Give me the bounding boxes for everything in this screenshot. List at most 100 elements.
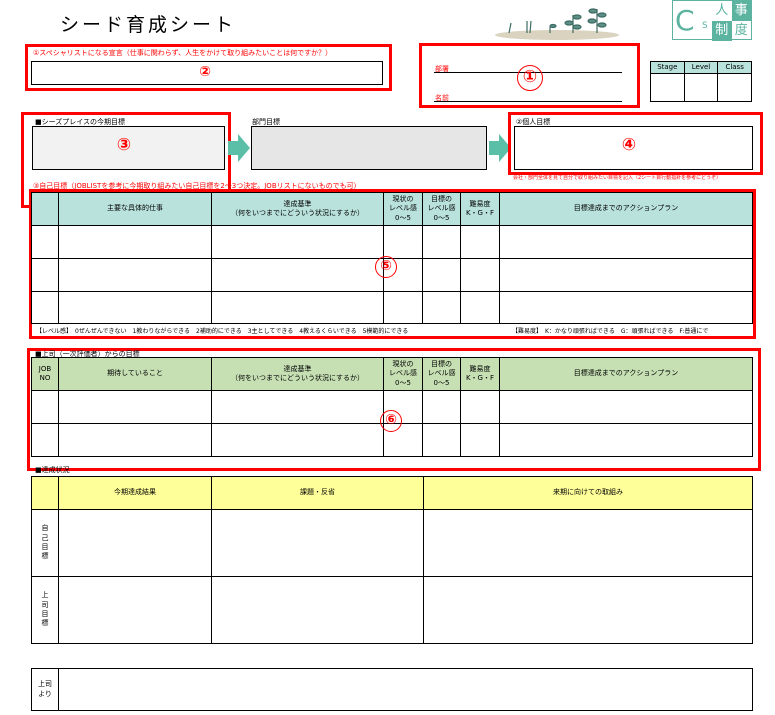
cell[interactable] xyxy=(211,258,384,292)
header-difficulty: 難易度 K・G・F xyxy=(460,357,500,391)
cell[interactable] xyxy=(211,576,424,644)
header-job-no: JOB NO xyxy=(31,357,59,391)
declaration-input[interactable] xyxy=(31,61,383,85)
cell[interactable] xyxy=(31,225,59,259)
cell[interactable] xyxy=(460,225,500,259)
achievement-caption: ■達成状況 xyxy=(35,466,70,474)
logo-char: 度 xyxy=(734,23,748,38)
stage-cell[interactable] xyxy=(650,73,685,102)
marker-6: ⑥ xyxy=(380,410,402,432)
cell[interactable] xyxy=(460,390,500,424)
cell[interactable] xyxy=(31,258,59,292)
personal-goal-label: ②個人目標 xyxy=(516,118,551,126)
cell[interactable] xyxy=(499,423,753,457)
achievement-table: 今期達成結果 課題・反省 来期に向けての取組み 自 己 目 標 上 司 目 標 xyxy=(31,476,753,644)
profile-section xyxy=(419,43,640,108)
cell[interactable] xyxy=(499,291,753,324)
dept-goal-field[interactable] xyxy=(251,126,487,170)
cell[interactable] xyxy=(422,423,461,457)
cell[interactable] xyxy=(460,291,500,324)
cell[interactable] xyxy=(211,390,384,424)
cell[interactable] xyxy=(58,423,212,457)
name-label: 名前 xyxy=(435,94,449,102)
name-field[interactable] xyxy=(434,101,622,102)
cell[interactable] xyxy=(211,509,424,577)
header-expectation: 期待していること xyxy=(58,357,212,391)
logo-char: 事 xyxy=(731,1,751,21)
boss-goal-table: JOB NO 期待していること 達成基準 （何をいつまでにどういう状況にするか）… xyxy=(31,357,753,457)
header-criteria: 達成基準 （何をいつまでにどういう状況にするか） xyxy=(211,192,384,226)
arrow-icon xyxy=(228,134,250,162)
cell[interactable] xyxy=(58,576,212,644)
header-difficulty: 難易度 K・G・F xyxy=(460,192,500,226)
marker-5: ⑤ xyxy=(375,256,397,278)
cell[interactable] xyxy=(460,258,500,292)
cell[interactable] xyxy=(383,225,423,259)
header-criteria: 達成基準 （何をいつまでにどういう状況にするか） xyxy=(211,357,384,391)
level-header: Level xyxy=(683,61,719,74)
cell[interactable] xyxy=(499,258,753,292)
table-row xyxy=(31,291,753,324)
marker-3: ③ xyxy=(116,135,132,155)
marker-1: ① xyxy=(517,65,543,91)
boss-comment-label: 上司 より xyxy=(31,668,59,711)
cell[interactable] xyxy=(58,225,212,259)
header-action-plan: 目標達成までのアクションプラン xyxy=(499,192,753,226)
class-header: Class xyxy=(717,61,752,74)
cell[interactable] xyxy=(211,225,384,259)
self-goal-caption: ③自己目標（JOBLISTを参考に今期取り組みたい自己目標を2〜3つ決定。JOB… xyxy=(33,182,361,190)
cell[interactable] xyxy=(422,258,461,292)
page-title: シード育成シート xyxy=(60,14,237,36)
cell[interactable] xyxy=(31,291,59,324)
declaration-label: ①スペシャリストになる宣言（仕事に関わらず、人生をかけて取り組みたいことは何です… xyxy=(33,49,333,57)
personal-goal-note: 会社・部門全体を見て自分で取り組みたい目標を記入（2シート目行動指針を参考にどう… xyxy=(513,175,722,181)
row-label-self-goal: 自 己 目 標 xyxy=(31,509,59,577)
logo-sub: S xyxy=(702,21,708,31)
cell[interactable] xyxy=(31,390,59,424)
personal-goal-field[interactable] xyxy=(514,126,753,170)
cell[interactable] xyxy=(58,291,212,324)
cell[interactable] xyxy=(422,225,461,259)
header-main-task: 主要な具体的仕事 xyxy=(58,192,212,226)
self-goal-section xyxy=(29,189,756,339)
header-blank xyxy=(31,192,59,226)
header-next-period: 来期に向けての取組み xyxy=(423,476,753,510)
cell[interactable] xyxy=(211,423,384,457)
cell[interactable] xyxy=(58,390,212,424)
logo-char: 人 xyxy=(715,3,729,18)
header-current-level: 現状の レベル感 0〜5 xyxy=(383,192,423,226)
cell[interactable] xyxy=(499,390,753,424)
difficulty-legend: 【難易度】 K：かなり頑張ればできる G：頑張ればできる F:普通にで xyxy=(512,328,709,335)
boss-comment-field[interactable] xyxy=(58,668,753,711)
cell[interactable] xyxy=(383,291,423,324)
header-issues: 課題・反省 xyxy=(211,476,424,510)
table-row xyxy=(31,225,753,259)
cell[interactable] xyxy=(423,509,753,577)
header-current-level: 現状の レベル感 0〜5 xyxy=(383,357,423,391)
table-row xyxy=(31,423,753,457)
table-row: 上 司 目 標 xyxy=(31,576,753,644)
stage-header: Stage xyxy=(650,61,685,74)
cell[interactable] xyxy=(58,258,212,292)
cell[interactable] xyxy=(499,225,753,259)
boss-comment-table: 上司 より xyxy=(31,668,753,711)
cell[interactable] xyxy=(58,509,212,577)
row-label-boss-goal: 上 司 目 標 xyxy=(31,576,59,644)
level-cell[interactable] xyxy=(683,73,719,102)
cell[interactable] xyxy=(460,423,500,457)
header-result: 今期達成結果 xyxy=(58,476,212,510)
cell[interactable] xyxy=(211,291,384,324)
cell[interactable] xyxy=(31,423,59,457)
boss-goal-section xyxy=(27,348,761,471)
cell[interactable] xyxy=(422,291,461,324)
class-cell[interactable] xyxy=(717,73,752,102)
specialist-declaration-section xyxy=(25,44,392,91)
logo-letter: C xyxy=(675,4,695,37)
cell[interactable] xyxy=(422,390,461,424)
cell[interactable] xyxy=(423,576,753,644)
boss-goal-caption: ■上司（一次評価者）からの目標 xyxy=(35,350,140,358)
company-goal-field[interactable] xyxy=(32,126,225,170)
header-target-level: 目標の レベル感 0〜5 xyxy=(422,357,461,391)
